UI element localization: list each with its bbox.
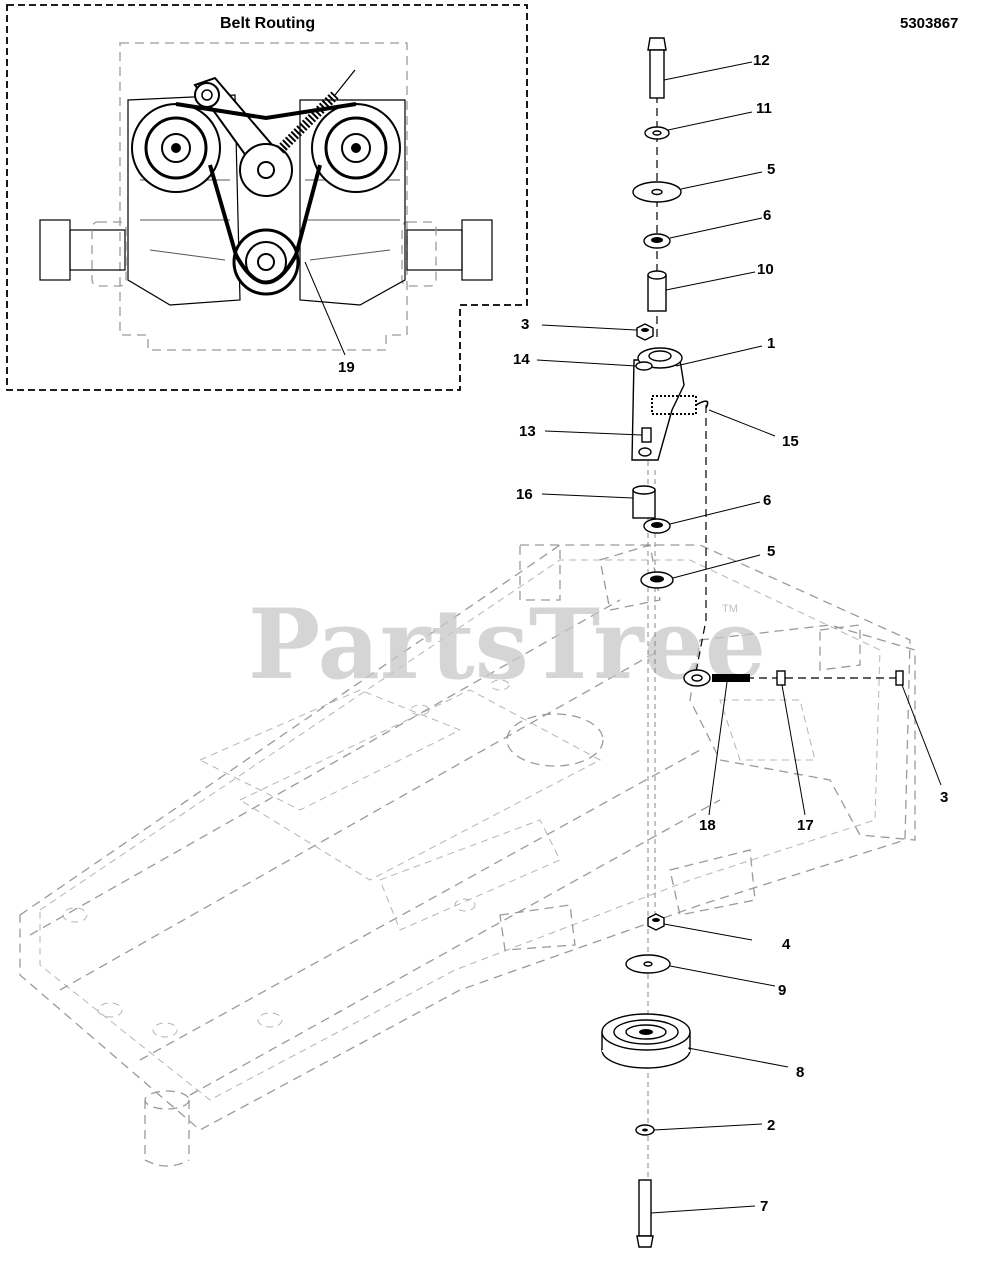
callout-3-upper: 3 (521, 316, 529, 333)
callout-13: 13 (519, 423, 536, 440)
callout-9: 9 (778, 982, 786, 999)
callout-12: 12 (753, 52, 770, 69)
callout-14: 14 (513, 351, 530, 368)
callout-5-upper: 5 (767, 161, 775, 178)
bolt-7 (636, 1179, 654, 1248)
callout-1: 1 (767, 335, 775, 352)
washer-9 (625, 954, 671, 974)
left-axle-hub (39, 219, 127, 287)
washer-5-upper (632, 181, 682, 203)
callout-11: 11 (756, 100, 772, 117)
bushing-13 (641, 427, 652, 443)
callout-4: 4 (782, 936, 791, 953)
nut-3-upper (636, 323, 654, 341)
leader-lines (536, 61, 942, 1214)
callout-18: 18 (699, 817, 716, 834)
callout-16: 16 (516, 486, 533, 503)
belt-leader (304, 261, 346, 356)
callout-6-upper: 6 (763, 207, 771, 224)
washer-14 (635, 361, 653, 371)
callout-7: 7 (760, 1198, 768, 1215)
bearing-6-lower (643, 518, 671, 534)
idler-arm (193, 76, 293, 197)
left-fan-pulley (131, 103, 221, 193)
watermark: PartsTree (248, 588, 766, 701)
inset-title: Belt Routing (220, 15, 315, 32)
nut-17 (776, 670, 786, 686)
right-fan-pulley (311, 103, 401, 193)
belt-routing-inset: Belt Routing (6, 4, 528, 391)
callout-6-lower: 6 (763, 492, 771, 509)
washer-5-lower (640, 571, 674, 589)
callout-5-lower: 5 (767, 543, 775, 560)
idler-pulley-8 (601, 1013, 691, 1069)
callout-10: 10 (757, 261, 774, 278)
watermark-tm: TM (722, 603, 738, 615)
spacer-10 (647, 270, 667, 312)
callout-17: 17 (797, 817, 814, 834)
nut-3-right (895, 670, 904, 686)
right-axle-hub (401, 219, 493, 287)
spring-15 (651, 395, 709, 415)
spacer-16 (632, 485, 656, 519)
bolt-12 (647, 37, 667, 99)
callout-2: 2 (767, 1117, 775, 1134)
drive-belt (175, 102, 357, 285)
callout-15: 15 (782, 433, 799, 450)
spring-axis (695, 405, 707, 673)
callout-3-right: 3 (940, 789, 948, 806)
washer-11 (644, 126, 670, 140)
washer-2 (635, 1124, 655, 1136)
callout-19: 19 (338, 359, 355, 376)
nut-4 (647, 913, 665, 931)
lower-pulley (232, 228, 300, 296)
callout-numbers: 12 11 5 6 10 3 1 14 15 13 16 6 5 18 17 3… (513, 52, 948, 1215)
diagram-number: 5303867 (900, 15, 958, 32)
eyebolt-18 (683, 669, 750, 687)
callout-8: 8 (796, 1064, 804, 1081)
idler-spring (276, 69, 356, 154)
chassis-frame (19, 544, 916, 1167)
bearing-6-upper (643, 233, 671, 249)
